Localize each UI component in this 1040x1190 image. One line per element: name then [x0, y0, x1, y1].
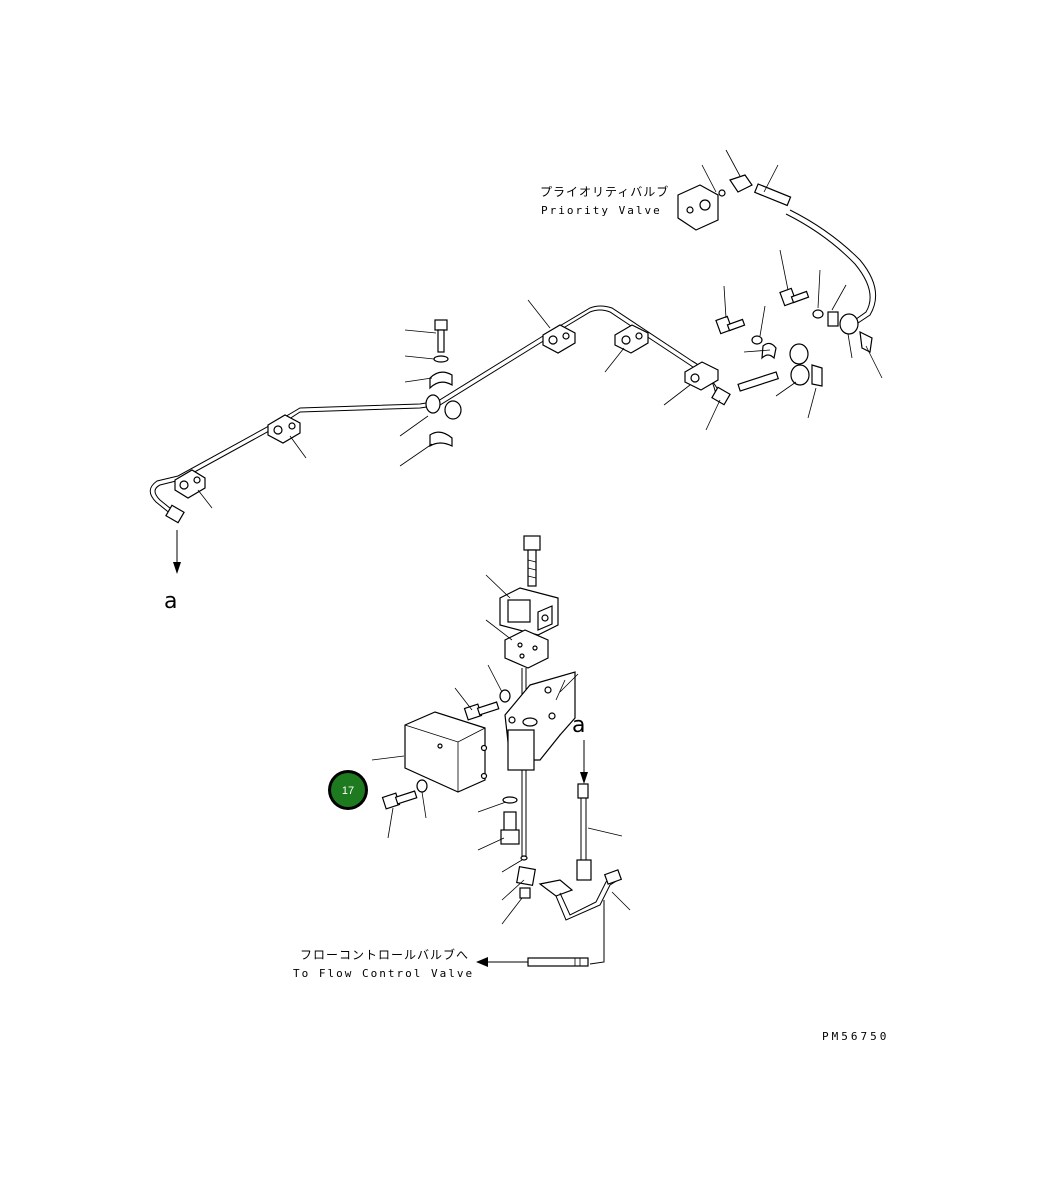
tube-clamp-5: [684, 361, 719, 391]
callout-badge-17[interactable]: 17: [328, 770, 368, 810]
callout-badge-fill: [331, 773, 365, 807]
bracket-bolts: [463, 689, 511, 721]
tube-end-fitting-left: [165, 504, 185, 524]
valve-cover: [404, 711, 488, 793]
tube-clamp-2: [267, 414, 301, 444]
mounting-bracket: [504, 671, 576, 771]
arrow-to-connector-a: [173, 530, 181, 574]
leader-lines-upper: [197, 149, 883, 509]
tube-elbow-fitting: [711, 386, 731, 406]
bolt-stack-right: [715, 287, 873, 392]
flow-control-label-en: To Flow Control Valve: [293, 967, 474, 980]
priority-valve-label-en: Priority Valve: [541, 204, 662, 217]
solenoid-valve: [499, 587, 559, 636]
outlet-tube: [476, 869, 623, 967]
priority-valve-fittings: [677, 174, 792, 231]
tube-clamp-1: [174, 469, 206, 499]
connector-a-label-left: a: [164, 589, 177, 614]
lower-fittings-stack: [500, 796, 536, 899]
hose-connector-a: [576, 740, 592, 881]
flow-control-label-jp: フローコントロールバルブへ: [300, 947, 469, 962]
upper-tube-assembly: [149, 149, 883, 574]
priority-valve-label-jp: プライオリティバルブ: [540, 184, 669, 199]
top-mount-bolt: [523, 535, 541, 587]
tube-clamp-3: [542, 324, 576, 354]
callout-badge-number: 17: [342, 785, 354, 797]
leader-lines-lower: [371, 574, 631, 925]
connector-a-label-right: a: [572, 713, 585, 738]
drawing-code: PM56750: [822, 1030, 889, 1043]
cover-bolt: [381, 779, 428, 810]
manifold-block: [504, 629, 549, 669]
tube-clamp-4: [614, 324, 649, 354]
bolt-stack-mid: [425, 319, 462, 448]
lower-valve-assembly: [371, 535, 631, 967]
